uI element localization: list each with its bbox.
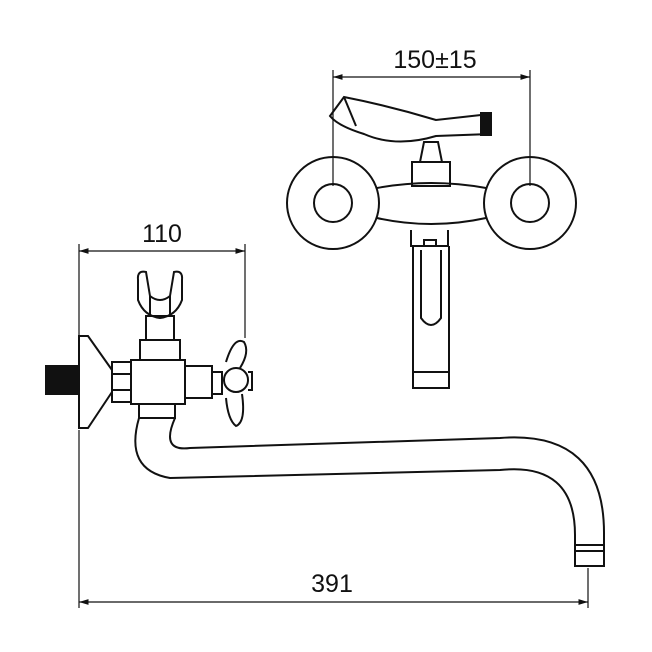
center-spacing-label: 150±15 — [393, 46, 476, 74]
top-view-faucet-body — [286, 95, 577, 389]
side-view-faucet — [45, 270, 606, 567]
inlet-thread — [45, 365, 79, 395]
handle-end-cap — [480, 112, 492, 136]
side-depth-label: 110 — [142, 220, 182, 248]
dimension-center-spacing: 150±15 — [332, 46, 531, 186]
spout-reach-label: 391 — [311, 570, 353, 598]
dimension-side-depth: 110 — [78, 220, 246, 340]
dimension-spout-reach: 391 — [78, 430, 589, 608]
